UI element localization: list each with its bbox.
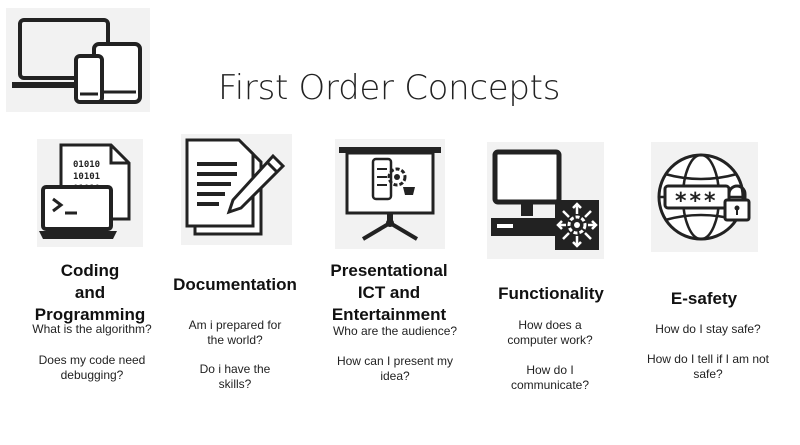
document-pen-icon bbox=[181, 134, 292, 245]
question-line: How do I bbox=[526, 363, 574, 377]
question-line: computer work? bbox=[507, 333, 593, 347]
concept-question-esafety-2: How do I tell if I am not safe? bbox=[634, 352, 782, 382]
concept-title-documentation: Documentation bbox=[160, 274, 310, 296]
title-line: Entertainment bbox=[331, 305, 447, 324]
concept-question-functionality-2: How do I communicate? bbox=[490, 363, 610, 393]
title-line: Programming bbox=[34, 305, 146, 324]
title-line: Functionality bbox=[498, 284, 604, 303]
title-line: Presentational bbox=[330, 261, 448, 280]
question-line: Does my code need bbox=[38, 353, 146, 367]
title-line: ICT and bbox=[357, 283, 421, 302]
question-line: How do I tell if I am not bbox=[646, 352, 770, 366]
question-line: the world? bbox=[207, 333, 263, 347]
presentation-icon bbox=[335, 139, 445, 249]
concept-question-coding-2: Does my code need debugging? bbox=[22, 353, 162, 383]
question-line: Am i prepared for bbox=[188, 318, 282, 332]
concept-title-coding: Coding and Programming bbox=[20, 260, 160, 326]
computer-function-icon bbox=[487, 142, 604, 259]
concept-question-presentational-2: How can I present my idea? bbox=[320, 354, 470, 384]
concept-question-esafety-1: How do I stay safe? bbox=[655, 322, 761, 336]
concept-title-presentational: Presentational ICT and Entertainment bbox=[318, 260, 460, 326]
code-bits-line-1: 01010 bbox=[73, 160, 100, 170]
title-line: Coding bbox=[60, 261, 120, 280]
question-line: Do i have the bbox=[199, 362, 271, 376]
title-line: E-safety bbox=[670, 289, 738, 308]
password-mask: *** bbox=[675, 189, 719, 214]
concept-title-functionality: Functionality bbox=[484, 283, 618, 305]
concept-question-coding-1: What is the algorithm? bbox=[32, 322, 152, 336]
question-line: How can I present my bbox=[336, 354, 454, 368]
concept-question-presentational-1: Who are the audience? bbox=[332, 324, 458, 338]
title-line: and bbox=[74, 283, 106, 302]
question-line: communicate? bbox=[510, 378, 590, 392]
concept-question-functionality-1: How does a computer work? bbox=[490, 318, 610, 348]
page-title: First Order Concepts bbox=[218, 68, 561, 108]
title-line: Documentation bbox=[173, 275, 297, 294]
globe-password-lock-icon: *** bbox=[651, 142, 758, 252]
question-line: debugging? bbox=[60, 368, 124, 382]
concept-title-esafety: E-safety bbox=[640, 288, 768, 310]
question-line: safe? bbox=[693, 367, 723, 381]
code-bits-line-2: 10101 bbox=[73, 172, 100, 182]
question-line: idea? bbox=[380, 369, 410, 383]
code-laptop-icon: 01010 10101 01010 bbox=[37, 139, 143, 247]
concept-question-documentation-2: Do i have the skills? bbox=[170, 362, 300, 392]
question-line: How does a bbox=[518, 318, 582, 332]
concept-question-documentation-1: Am i prepared for the world? bbox=[170, 318, 300, 348]
devices-icon bbox=[6, 8, 150, 112]
question-line: skills? bbox=[218, 377, 252, 391]
